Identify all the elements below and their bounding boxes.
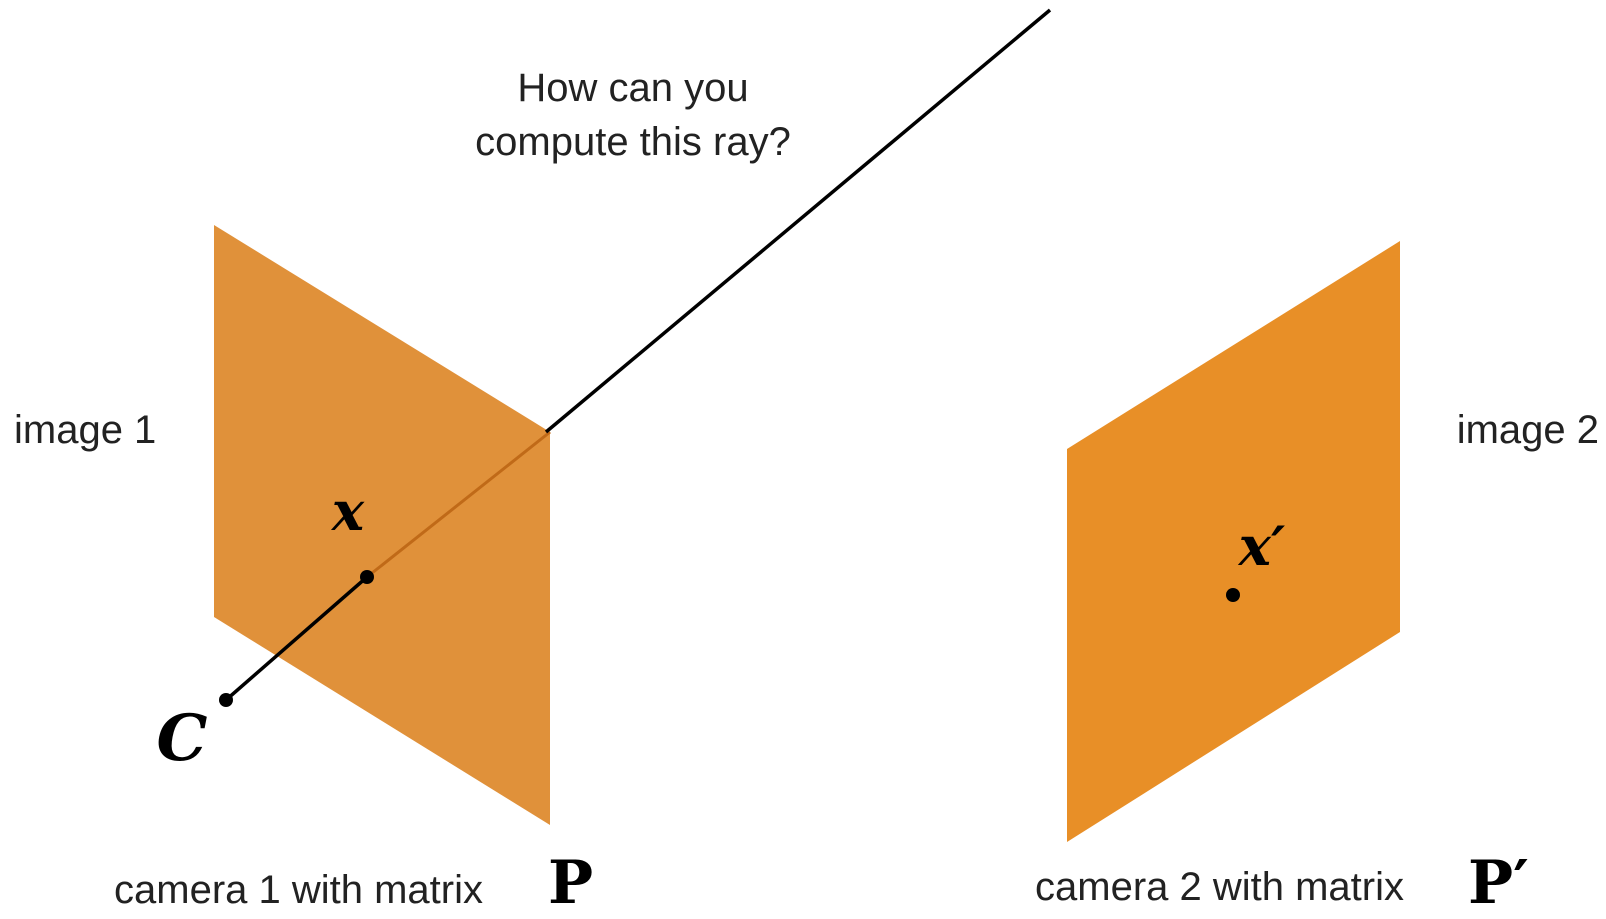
camera-2-caption: camera 2 with matrix xyxy=(1035,865,1404,909)
center-c-label: C xyxy=(157,701,208,776)
point-x xyxy=(360,570,374,584)
camera-1-matrix-symbol: P xyxy=(548,848,593,918)
ray-center-to-x xyxy=(224,575,369,702)
image-1-label: image 1 xyxy=(14,408,156,452)
point-x-label: x xyxy=(331,479,365,543)
question-line-2: compute this ray? xyxy=(475,120,791,164)
question-line-1: How can you xyxy=(517,66,748,110)
image-2-label: image 2 xyxy=(1457,408,1599,452)
point-x-prime xyxy=(1226,588,1240,602)
ray-outer xyxy=(544,8,1052,434)
ray-inside-plane xyxy=(366,430,551,579)
point-x-prime-label: x′ xyxy=(1238,514,1285,578)
image-plane-1 xyxy=(214,225,550,825)
camera-2-matrix-symbol: P′ xyxy=(1468,848,1529,918)
camera-1-caption: camera 1 with matrix xyxy=(114,868,483,912)
image-plane-2 xyxy=(1067,241,1400,842)
camera-center-c xyxy=(219,693,233,707)
